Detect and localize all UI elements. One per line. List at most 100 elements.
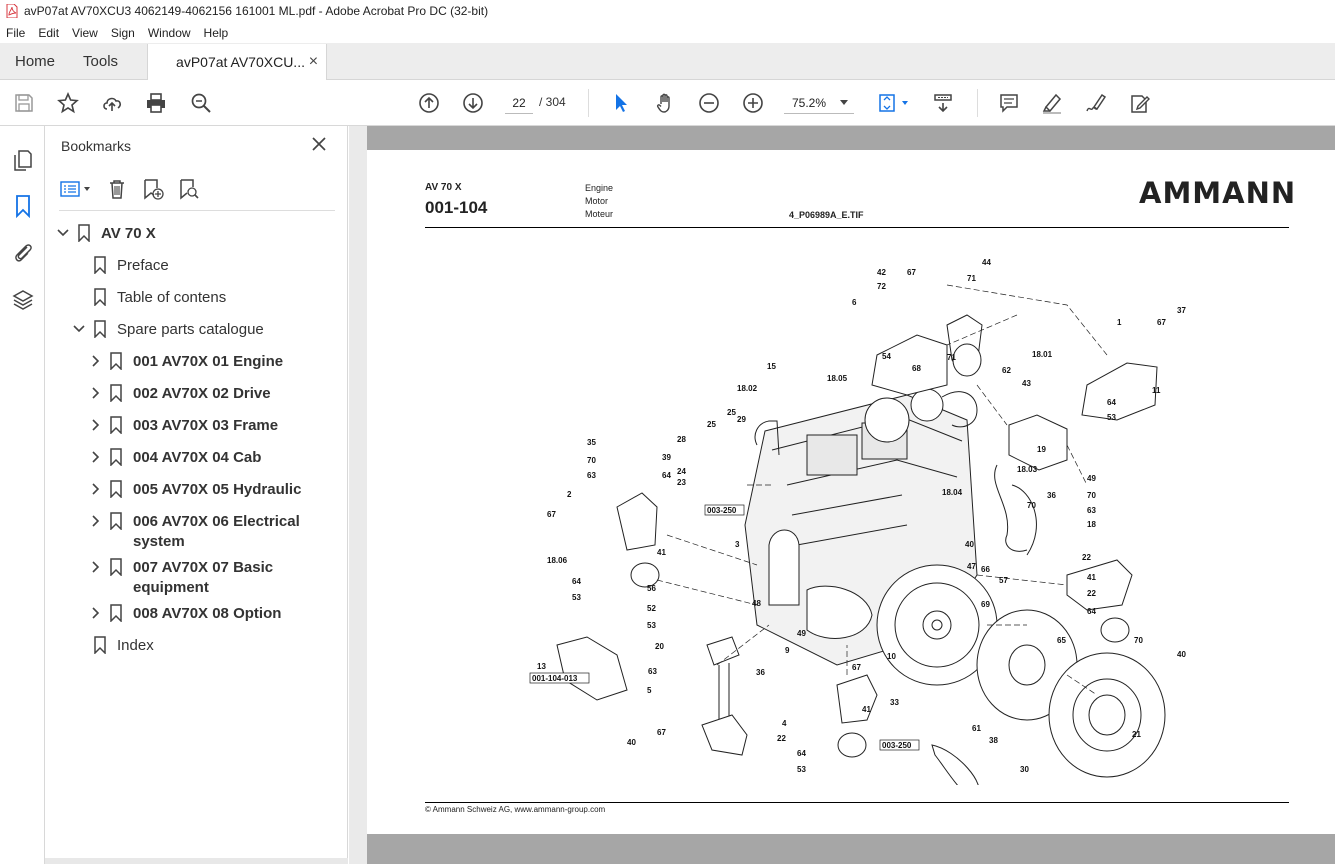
bookmark-panel-icon[interactable] [11,194,35,218]
page-thumbnails-icon[interactable] [11,148,35,172]
toolbar: 22 / 304 75.2% [0,80,1335,126]
comment-button[interactable] [997,91,1021,115]
hand-tool-button[interactable] [653,91,677,115]
bookmark-004-cab[interactable]: 004 AV70X 04 Cab [87,448,261,468]
document-viewer[interactable]: AV 70 X 001-104 Engine Motor Moteur 4_P0… [349,126,1335,864]
part-callout: 41 [657,548,666,557]
chevron-right-icon[interactable] [87,481,103,497]
prev-page-button[interactable] [417,91,441,115]
bookmark-label: Preface [117,257,169,274]
delete-bookmark-button[interactable] [105,177,129,201]
part-callout: 40 [965,540,974,549]
part-callout: 67 [657,728,666,737]
panel-scrollbar[interactable] [45,858,348,864]
save-button[interactable] [12,91,36,115]
part-callout: 63 [648,667,657,676]
star-icon [57,92,79,114]
bookmark-index[interactable]: Index [93,636,154,656]
bookmark-table-of-contents[interactable]: Table of contens [93,288,226,308]
bookmark-label-line1: 006 AV70X 06 Electrical [133,513,300,530]
scroll-mode-button[interactable] [931,91,955,115]
tab-document[interactable]: avP07at AV70XCU... × [147,44,328,80]
tab-close-button[interactable]: × [308,53,319,70]
upload-button[interactable] [100,91,124,115]
bookmark-001-engine[interactable]: 001 AV70X 01 Engine [87,352,283,372]
bookmark-star-button[interactable] [56,91,80,115]
tab-tools[interactable]: Tools [83,52,119,70]
bookmark-icon [94,320,106,338]
chevron-right-icon[interactable] [87,353,103,369]
bookmark-spare-parts[interactable]: Spare parts catalogue [71,320,264,340]
doc-footer: © Ammann Schweiz AG, www.ammann-group.co… [425,805,606,814]
pen-sign-icon [1086,93,1107,112]
part-callout: 40 [1177,650,1186,659]
select-tool-button[interactable] [609,91,633,115]
chevron-right-icon[interactable] [87,605,103,621]
printer-icon [147,93,165,113]
chevron-right-icon[interactable] [87,513,103,529]
reference-box [529,672,590,684]
bookmark-icon [110,448,122,466]
bookmark-options-button[interactable] [59,177,93,201]
chevron-right-icon[interactable] [87,417,103,433]
cursor-arrow-icon [616,94,627,112]
attachment-icon[interactable] [11,240,35,264]
page-number-input[interactable]: 22 [505,92,533,114]
menu-view[interactable]: View [72,25,98,40]
close-icon[interactable] [311,136,327,152]
bookmark-av70x[interactable]: AV 70 X [55,224,156,244]
chevron-down-icon[interactable] [71,321,87,337]
part-callout: 54 [882,352,891,361]
bookmark-preface[interactable]: Preface [93,256,169,276]
chevron-right-icon[interactable] [87,385,103,401]
doc-title-fr: Motor [585,196,609,206]
part-callout: 64 [1087,607,1096,616]
part-callout: 47 [967,562,976,571]
chevron-down-icon[interactable] [55,225,71,241]
bookmark-002-drive[interactable]: 002 AV70X 02 Drive [87,384,271,404]
trash-icon [110,180,124,199]
find-bookmark-button[interactable] [177,177,201,201]
menu-file[interactable]: File [6,25,26,40]
part-callout: 36 [1047,491,1056,500]
menu-window[interactable]: Window [147,25,191,40]
chevron-right-icon[interactable] [87,559,103,575]
bookmark-003-frame[interactable]: 003 AV70X 03 Frame [87,416,278,436]
highlight-button[interactable] [1040,91,1064,115]
bookmark-icon [110,604,122,622]
chevron-down-icon [840,100,848,105]
plus-circle-icon [743,93,763,113]
bookmark-008-option[interactable]: 008 AV70X 08 Option [87,604,281,624]
fit-page-button[interactable] [876,91,912,115]
zoom-level-select[interactable]: 75.2% [784,92,854,114]
chevron-right-icon[interactable] [87,449,103,465]
part-callout: 53 [797,765,806,774]
new-bookmark-button[interactable] [141,177,165,201]
part-callout: 64 [572,577,581,586]
menu-help[interactable]: Help [203,25,229,40]
bookmark-005-hydraulic[interactable]: 005 AV70X 05 Hydraulic [87,480,301,500]
menu-sign[interactable]: Sign [110,25,135,40]
bookmark-label: Index [117,637,154,654]
menu-edit[interactable]: Edit [38,25,60,40]
zoom-out-button[interactable] [697,91,721,115]
find-button[interactable] [189,91,213,115]
bookmark-label: Table of contens [117,289,227,306]
sign-button[interactable] [1084,91,1108,115]
part-callout: 28 [677,435,686,444]
part-callout: 71 [967,274,976,283]
print-button[interactable] [144,91,168,115]
part-callout: 20 [655,642,664,651]
zoom-in-button[interactable] [741,91,765,115]
layers-icon[interactable] [11,288,35,312]
tab-home[interactable]: Home [15,52,56,70]
bookmark-label: 002 AV70X 02 Drive [133,385,271,402]
next-page-button[interactable] [461,91,485,115]
part-callout: 66 [981,565,990,574]
part-callout: 19 [1037,445,1046,454]
edit-pdf-button[interactable] [1128,91,1152,115]
part-callout: 3 [735,540,740,549]
page-total: / 304 [539,95,566,109]
